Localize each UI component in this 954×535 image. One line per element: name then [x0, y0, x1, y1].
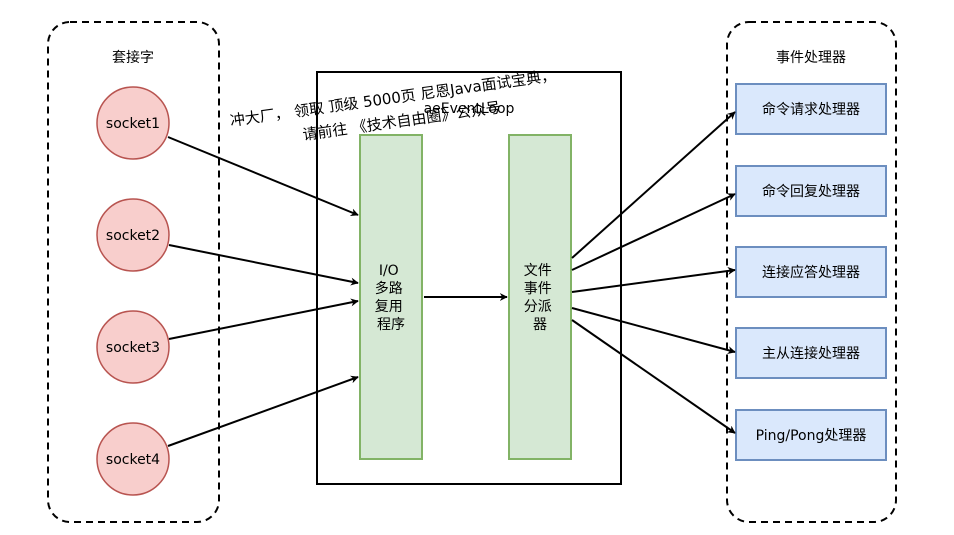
dispatcher-to-handler-arrow	[571, 193, 736, 271]
handler-label: 命令请求处理器	[762, 101, 860, 118]
handlers-group-title: 事件处理器	[776, 50, 846, 66]
sockets-group-title: 套接字	[112, 49, 154, 66]
handler-label: 命令回复处理器	[762, 183, 860, 200]
handler-node: 命令回复处理器	[735, 165, 887, 217]
handler-label: Ping/Pong处理器	[756, 428, 867, 444]
socket-label: socket1	[106, 116, 160, 132]
socket-label: socket2	[106, 228, 160, 244]
socket-to-io-arrow	[167, 136, 359, 216]
handler-node: 命令请求处理器	[735, 83, 887, 135]
socket-node: socket1	[96, 86, 170, 160]
handler-label: 主从连接处理器	[762, 345, 860, 362]
handler-node: 主从连接处理器	[735, 327, 887, 379]
socket-node: socket4	[96, 422, 170, 496]
file-event-dispatcher-box	[508, 134, 572, 460]
socket-to-io-arrow	[167, 375, 359, 447]
dispatcher-to-handler-arrow	[571, 111, 736, 259]
handler-node: Ping/Pong处理器	[735, 409, 887, 461]
socket-to-io-arrow	[168, 244, 359, 286]
socket-label: socket4	[106, 452, 160, 468]
socket-label: socket3	[106, 340, 160, 356]
dispatcher-to-handler-arrow	[571, 307, 736, 354]
dispatcher-to-handler-arrow	[571, 266, 736, 293]
socket-node: socket3	[96, 310, 170, 384]
socket-to-io-arrow	[168, 298, 359, 340]
file-event-dispatcher-label: 文件 事件 分派 器	[524, 263, 556, 333]
io-multiplexer-box	[359, 134, 423, 460]
event-loop-title: aeEventLoop	[424, 101, 515, 117]
handler-label: 连接应答处理器	[762, 264, 860, 281]
dispatcher-to-handler-arrow	[571, 319, 736, 434]
handler-node: 连接应答处理器	[735, 246, 887, 298]
socket-node: socket2	[96, 198, 170, 272]
io-multiplexer-label: I/O 多路 复用 程序	[375, 263, 407, 333]
sockets-group-container	[47, 21, 220, 523]
